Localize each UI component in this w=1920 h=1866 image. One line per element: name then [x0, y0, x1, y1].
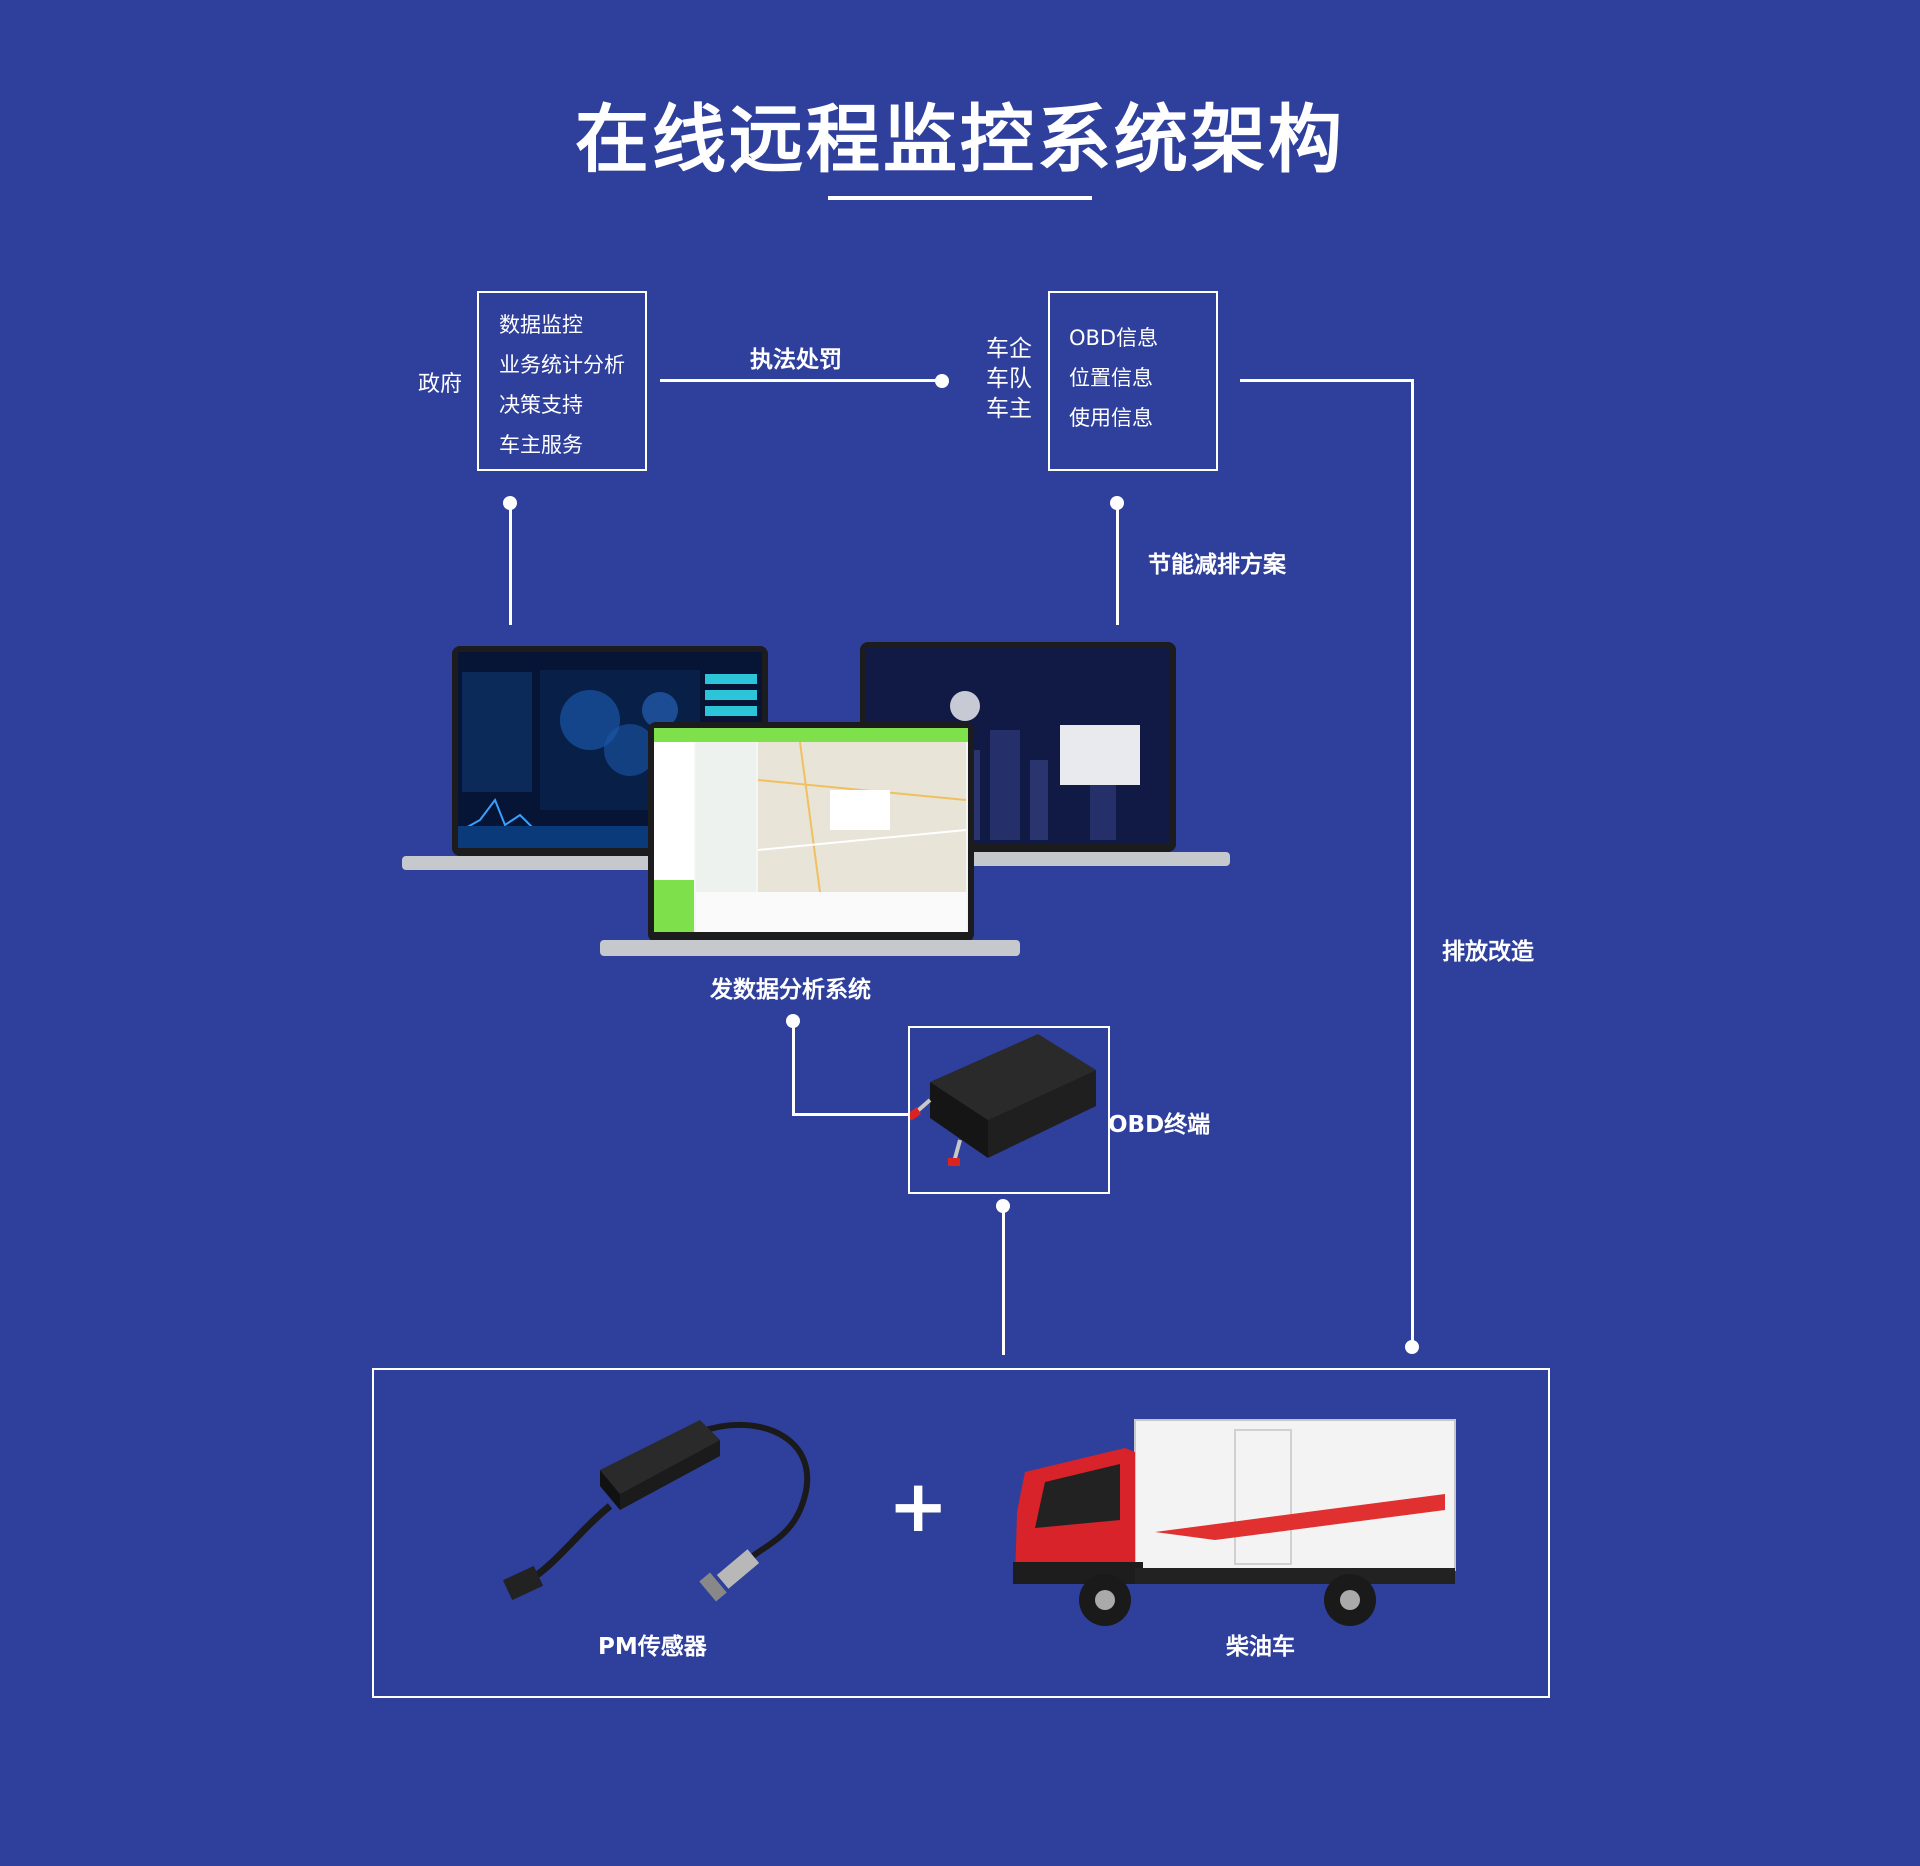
page-title: 在线远程监控系统架构	[575, 97, 1345, 183]
enterprise-label: 车主	[986, 396, 1032, 422]
obd-terminal-box	[908, 1026, 1110, 1194]
enterprise-labels: 车企 车队 车主	[986, 334, 1032, 424]
obd-terminal-label: OBD终端	[1108, 1112, 1211, 1138]
analysis-system-label: 发数据分析系统	[710, 977, 871, 1003]
plus-sign: +	[888, 1464, 949, 1548]
enterprise-label: 车企	[986, 336, 1032, 362]
analysis-line-vertical	[792, 1020, 795, 1116]
title-underline	[828, 196, 1092, 200]
enterprise-item: 位置信息	[1069, 366, 1153, 390]
diesel-truck-label: 柴油车	[1226, 1634, 1295, 1660]
pm-sensor-label: PM传感器	[598, 1634, 707, 1660]
retrofit-line-vertical	[1411, 379, 1414, 1347]
emission-retrofit-label: 排放改造	[1442, 939, 1534, 965]
energy-label: 节能减排方案	[1148, 552, 1286, 578]
enforcement-dot	[935, 374, 949, 388]
retrofit-line-horizontal	[1240, 379, 1414, 382]
government-item: 数据监控	[499, 313, 583, 337]
enforcement-line	[660, 379, 942, 382]
retrofit-dot	[1405, 1340, 1419, 1354]
enterprise-item: 使用信息	[1069, 406, 1153, 430]
obd-terminal-image	[910, 1034, 1096, 1166]
enterprise-label: 车队	[986, 366, 1032, 392]
government-box: 数据监控 业务统计分析 决策支持 车主服务	[477, 291, 647, 471]
energy-line	[1116, 503, 1119, 625]
government-label: 政府	[418, 372, 463, 397]
government-item: 业务统计分析	[499, 353, 625, 377]
enterprise-item: OBD信息	[1069, 326, 1159, 350]
diesel-truck-image	[1013, 1419, 1456, 1626]
government-item: 车主服务	[499, 433, 583, 457]
obd-line	[1002, 1205, 1005, 1355]
vehicle-box	[372, 1368, 1550, 1698]
pm-sensor-image	[502, 1420, 810, 1602]
laptops-illustration	[402, 642, 1230, 956]
enterprise-box: OBD信息 位置信息 使用信息	[1048, 291, 1218, 471]
government-item: 决策支持	[499, 393, 583, 417]
analysis-line-horizontal	[792, 1113, 910, 1116]
laptop-center	[600, 722, 1020, 956]
enforcement-label: 执法处罚	[750, 347, 842, 373]
government-line	[509, 503, 512, 625]
